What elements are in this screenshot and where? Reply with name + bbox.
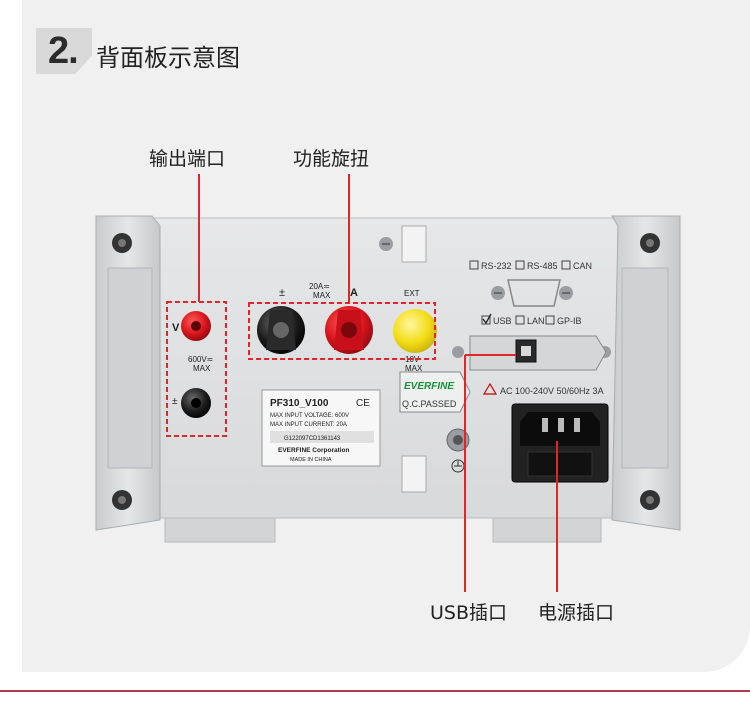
a-rating-2: MAX: [313, 291, 331, 300]
terminal-v-label: V: [172, 322, 180, 334]
label-company: EVERFINE Corporation: [278, 447, 350, 454]
iface-rs485: RS-485: [527, 261, 558, 271]
ext-rating-2: MAX: [405, 364, 423, 373]
sticker-bottom: [401, 455, 427, 493]
v-rating-2: MAX: [193, 364, 211, 373]
iface-usb: USB: [493, 316, 512, 326]
voltage-terminal-common[interactable]: [181, 388, 211, 418]
terminal-pm-left-label: ±: [172, 396, 178, 407]
callout-power-port: 电源插口: [538, 602, 615, 624]
usb-plate: [469, 335, 607, 371]
brand-badge: EVERFINE: [404, 381, 454, 392]
callout-usb-port: USB插口: [430, 602, 508, 624]
label-serial: G122097CD1361143: [284, 436, 341, 442]
left-frame-recess: [107, 267, 153, 469]
callout-output-port: 输出端口: [149, 148, 226, 170]
iface-can: CAN: [573, 261, 592, 271]
knob-pm-label: ±: [279, 287, 285, 299]
knob-a-label: A: [350, 287, 358, 299]
iface-rs232: RS-232: [481, 261, 512, 271]
section-title: 背面板示意图: [96, 44, 240, 72]
function-knob-highlight: [248, 302, 436, 360]
voltage-terminal-v[interactable]: [181, 311, 211, 341]
sticker-top: [401, 225, 427, 263]
v-rating-1: 600V≂: [188, 355, 213, 364]
knob-ext-label: EXT: [404, 289, 420, 298]
label-line2: MAX INPUT CURRENT: 20A: [270, 422, 347, 428]
bottom-divider: [0, 690, 750, 692]
knob-current[interactable]: [325, 306, 373, 354]
iface-gpib: GP-IB: [557, 316, 582, 326]
knob-common[interactable]: [257, 306, 305, 354]
power-spec: AC 100-240V 50/60Hz 3A: [500, 386, 604, 396]
frame-screws: [112, 233, 660, 510]
serial-port-cover: [507, 279, 561, 307]
knob-ext[interactable]: [393, 309, 437, 353]
label-origin: MADE IN CHINA: [290, 457, 332, 463]
rating-label: [261, 389, 381, 467]
qc-text: Q.C.PASSED: [402, 399, 457, 409]
warning-icon: [482, 382, 498, 395]
fuse-drawer: [527, 451, 593, 477]
label-ce: CE: [356, 398, 370, 409]
label-line1: MAX INPUT VOLTAGE: 600V: [270, 413, 349, 419]
iface-lan: LAN: [527, 316, 545, 326]
section-number: 2.: [48, 30, 79, 72]
label-model: PF310_V100: [270, 398, 329, 409]
callout-function-knob: 功能旋扭: [293, 148, 370, 170]
a-rating-1: 20A≂: [309, 282, 330, 291]
right-frame-recess: [621, 267, 669, 469]
